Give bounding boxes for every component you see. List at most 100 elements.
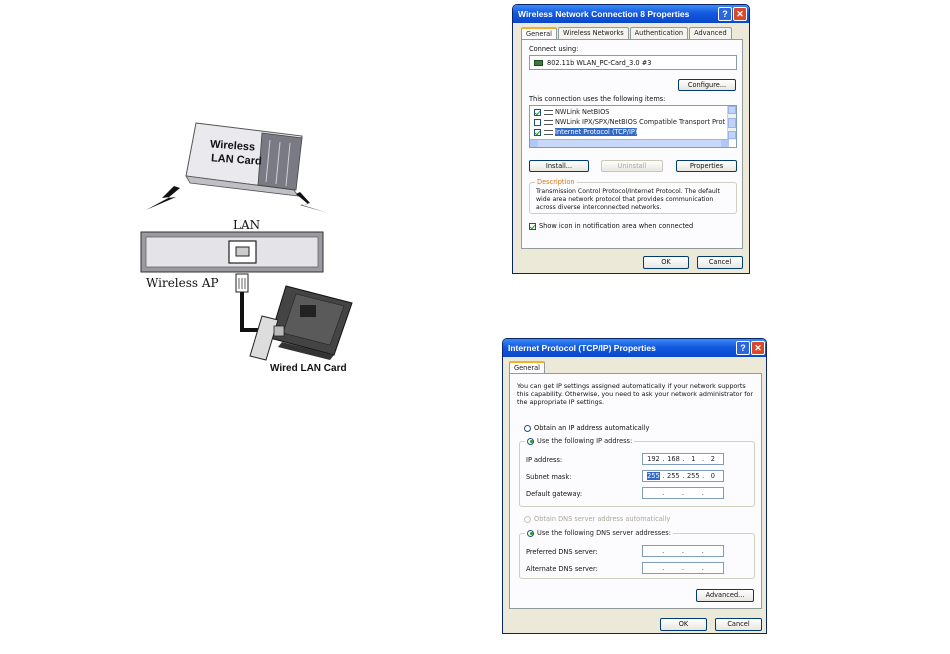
tab-wireless-networks[interactable]: Wireless Networks <box>558 27 629 40</box>
wireless-card-image <box>185 122 303 197</box>
signal-bolt-right <box>296 192 328 213</box>
close-button[interactable]: ✕ <box>733 7 747 21</box>
list-item[interactable]: NWLink IPX/SPX/NetBIOS Compatible Transp… <box>534 118 725 127</box>
ip-octet-4: 2 <box>710 455 715 463</box>
close-button[interactable]: ✕ <box>751 341 765 355</box>
lan-label: LAN <box>233 218 261 232</box>
use-ip-radio[interactable] <box>527 437 534 445</box>
description-text-1: Transmission Control Protocol/Internet P… <box>536 188 720 195</box>
use-dns-label: Use the following DNS server addresses: <box>537 529 671 537</box>
obtain-dns-option[interactable]: Obtain DNS server address automatically <box>524 515 670 523</box>
ip-octet-3: 1 <box>691 455 696 463</box>
description-label: Description <box>535 178 577 186</box>
help-button[interactable]: ? <box>736 341 750 355</box>
tab-general[interactable]: General <box>509 361 545 374</box>
tcpip-properties-dialog: Internet Protocol (TCP/IP) Properties ? … <box>502 338 767 634</box>
vertical-scrollbar[interactable] <box>727 106 736 140</box>
intro-text-3: the appropriate IP settings. <box>517 398 605 406</box>
subnet-octet-3: 255 <box>686 472 700 480</box>
ok-button[interactable]: OK <box>660 618 707 631</box>
help-icon: ? <box>740 343 746 353</box>
close-icon: ✕ <box>736 9 744 19</box>
wireless-dialog-titlebar[interactable]: Wireless Network Connection 8 Properties… <box>513 5 749 23</box>
tab-general[interactable]: General <box>521 27 557 40</box>
cancel-button[interactable]: Cancel <box>697 256 743 269</box>
use-dns-radio[interactable] <box>527 529 534 537</box>
obtain-ip-label: Obtain an IP address automatically <box>534 424 650 432</box>
close-icon: ✕ <box>754 343 762 353</box>
subnet-mask-field[interactable]: 255. 255. 255. 0 <box>642 470 724 482</box>
scroll-down-arrow-icon[interactable] <box>728 131 736 139</box>
properties-button[interactable]: Properties <box>676 160 737 172</box>
list-item[interactable]: NWLink NetBIOS <box>534 108 609 117</box>
use-dns-option[interactable]: Use the following DNS server addresses: <box>525 529 673 537</box>
advanced-button[interactable]: Advanced... <box>696 589 754 602</box>
scroll-left-arrow-icon[interactable] <box>530 140 538 147</box>
signal-bolt-left <box>146 186 180 210</box>
horizontal-scrollbar[interactable] <box>530 139 729 147</box>
uninstall-button[interactable]: Uninstall <box>601 160 663 172</box>
use-ip-option[interactable]: Use the following IP address: <box>525 437 635 445</box>
dns-group: Use the following DNS server addresses: … <box>519 529 755 579</box>
list-item-label: Internet Protocol (TCP/IP) <box>555 128 638 136</box>
obtain-ip-option[interactable]: Obtain an IP address automatically <box>524 424 649 432</box>
nwlink-ipx-checkbox[interactable] <box>534 118 541 126</box>
scroll-right-arrow-icon[interactable] <box>721 140 729 147</box>
scroll-up-arrow-icon[interactable] <box>728 106 736 114</box>
subnet-octet-1: 255 <box>647 472 660 480</box>
intro-text-1: You can get IP settings assigned automat… <box>517 382 746 390</box>
intro-text-2: this capability. Otherwise, you need to … <box>517 390 754 398</box>
adapter-field: 802.11b WLAN_PC-Card_3.0 #3 <box>529 55 737 70</box>
show-icon-checkbox[interactable] <box>529 222 536 230</box>
list-item[interactable]: Internet Protocol (TCP/IP) <box>534 128 638 137</box>
subnet-octet-2: 255 <box>667 472 680 480</box>
ip-address-field[interactable]: 192. 168. 1. 2 <box>642 453 724 465</box>
default-gateway-field[interactable]: ... <box>642 487 724 499</box>
protocol-icon <box>544 119 553 125</box>
ok-button[interactable]: OK <box>643 256 689 269</box>
description-text-3: across diverse interconnected networks. <box>536 204 662 211</box>
protocol-icon <box>544 109 553 115</box>
show-icon-row[interactable]: Show icon in notification area when conn… <box>529 222 693 230</box>
tab-authentication[interactable]: Authentication <box>629 27 689 40</box>
help-icon: ? <box>722 9 728 19</box>
help-button[interactable]: ? <box>718 7 732 21</box>
tcpip-dialog-titlebar[interactable]: Internet Protocol (TCP/IP) Properties ? … <box>503 339 766 357</box>
access-point-image <box>140 231 324 273</box>
ip-address-label: IP address: <box>526 456 563 464</box>
scroll-thumb[interactable] <box>728 118 736 128</box>
wireless-properties-dialog: Wireless Network Connection 8 Properties… <box>512 4 750 274</box>
cancel-button[interactable]: Cancel <box>715 618 762 631</box>
wired-lan-card-label: Wired LAN Card <box>270 363 347 374</box>
nwlink-netbios-checkbox[interactable] <box>534 108 541 116</box>
subnet-octet-4: 0 <box>710 472 715 480</box>
wired-card-image <box>249 285 353 361</box>
alternate-dns-field[interactable]: ... <box>642 562 724 574</box>
preferred-dns-field[interactable]: ... <box>642 545 724 557</box>
items-label: This connection uses the following items… <box>529 95 666 103</box>
obtain-dns-label: Obtain DNS server address automatically <box>534 515 671 523</box>
preferred-dns-label: Preferred DNS server: <box>526 548 598 556</box>
install-button[interactable]: Install... <box>529 160 589 172</box>
network-diagram: Wireless LAN Card LAN Wireless AP Wired … <box>0 0 420 400</box>
network-adapter-icon <box>534 60 543 66</box>
alternate-dns-label: Alternate DNS server: <box>526 565 598 573</box>
connect-using-label: Connect using: <box>529 45 579 53</box>
wireless-ap-label: Wireless AP <box>146 276 219 290</box>
general-panel: Connect using: 802.11b WLAN_PC-Card_3.0 … <box>521 39 743 249</box>
list-item-label: NWLink IPX/SPX/NetBIOS Compatible Transp… <box>555 118 726 126</box>
use-ip-label: Use the following IP address: <box>537 437 633 445</box>
obtain-ip-radio[interactable] <box>524 424 531 432</box>
tcpip-checkbox[interactable] <box>534 128 541 136</box>
tcpip-general-panel: You can get IP settings assigned automat… <box>509 373 762 609</box>
tab-advanced[interactable]: Advanced <box>689 27 732 40</box>
description-text-2: wide area network protocol that provides… <box>536 196 714 203</box>
default-gateway-label: Default gateway: <box>526 490 583 498</box>
diagram-graphics <box>140 122 353 361</box>
obtain-dns-radio[interactable] <box>524 515 531 523</box>
adapter-name: 802.11b WLAN_PC-Card_3.0 #3 <box>547 59 652 67</box>
description-group: Description Transmission Control Protoco… <box>529 178 737 214</box>
components-list: NWLink NetBIOS NWLink IPX/SPX/NetBIOS Co… <box>529 105 737 148</box>
configure-button[interactable]: Configure... <box>678 79 736 91</box>
show-icon-label: Show icon in notification area when conn… <box>539 222 694 230</box>
